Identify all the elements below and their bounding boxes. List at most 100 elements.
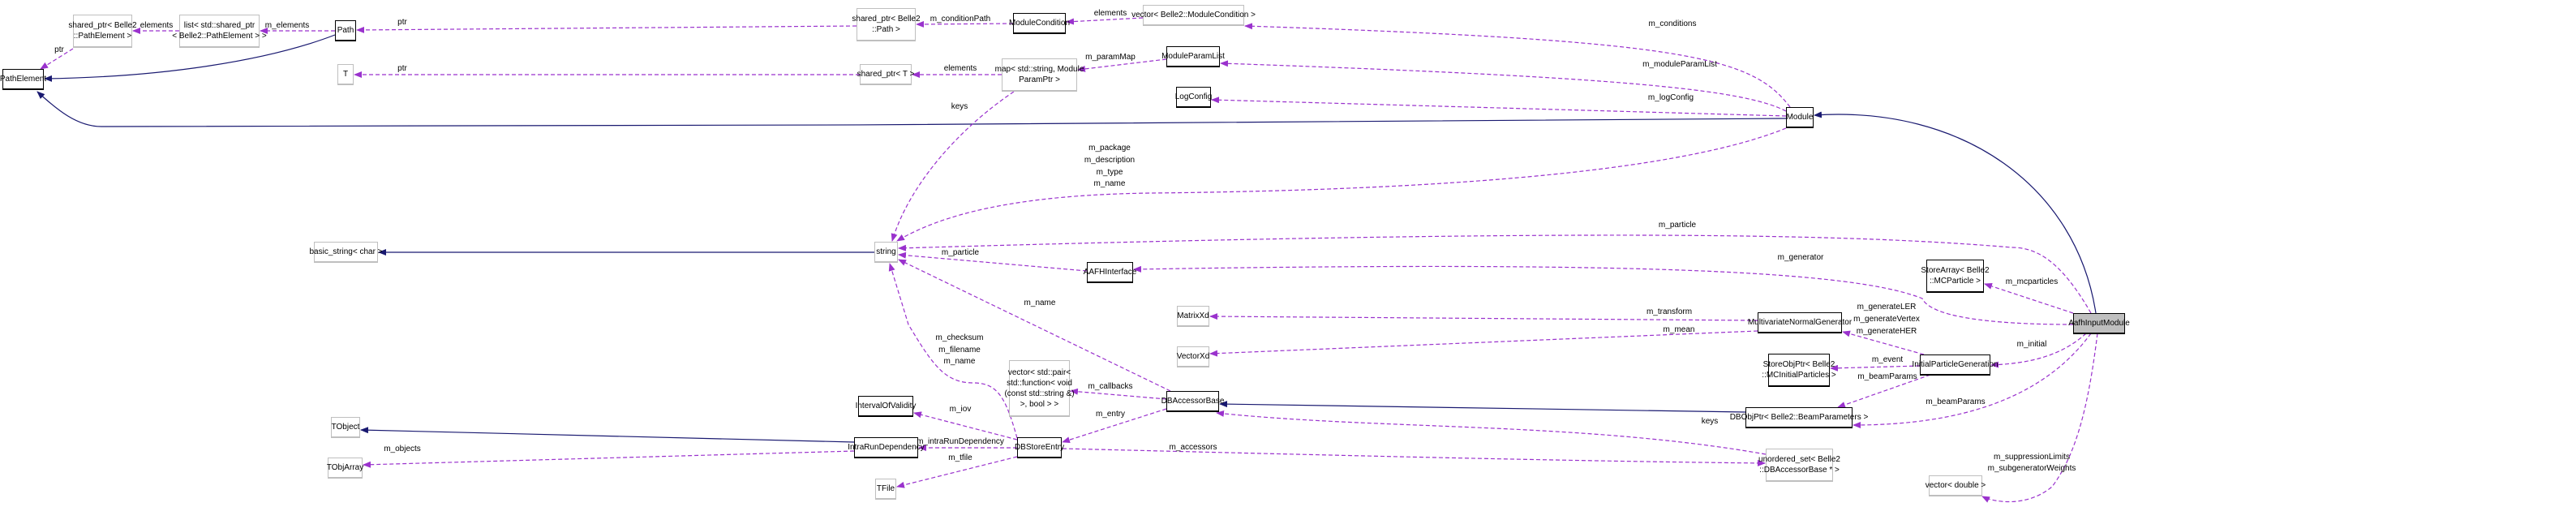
edge-keys-map-string bbox=[891, 91, 1015, 242]
node-label: TObject bbox=[331, 423, 360, 432]
node-label: PathElement bbox=[0, 75, 47, 84]
node-label: T bbox=[342, 70, 349, 79]
node-path-element[interactable]: PathElement bbox=[0, 69, 47, 90]
node-shared-ptr-path[interactable]: shared_ptr< Belle2::Path > bbox=[852, 8, 921, 41]
edge-label: m_name bbox=[944, 357, 976, 366]
edge-label: m_package bbox=[1088, 144, 1131, 153]
node-label: IntervalOfValidity bbox=[855, 402, 917, 410]
node-label: MultivariateNormalGenerator bbox=[1747, 318, 1853, 327]
edge-m-particle-aafhinputmodule bbox=[898, 234, 2092, 314]
edge-label: m_moduleParamList bbox=[1642, 60, 1717, 69]
node-unordered-set[interactable]: unordered_set< Belle2::DBAccessorBase * … bbox=[1758, 449, 1840, 482]
edge-label: m_particle bbox=[942, 248, 980, 257]
node-tobjarray[interactable]: TObjArray bbox=[326, 458, 364, 479]
edge-path-to-pathelement bbox=[44, 34, 336, 82]
node-vectorxd[interactable]: VectorXd bbox=[1177, 346, 1209, 367]
edge-m-moduleparamlist bbox=[1220, 60, 1787, 112]
node-aafh-input-module[interactable]: AafhInputModule bbox=[2068, 313, 2130, 334]
edge-m-callbacks bbox=[1070, 388, 1167, 400]
edge-label: m_generator bbox=[1778, 253, 1824, 262]
edge-label: m_objects bbox=[384, 445, 421, 453]
edge-label: m_particle bbox=[1659, 221, 1697, 230]
node-store-obj-ptr[interactable]: StoreObjPtr< Belle2::MCInitialParticles … bbox=[1762, 354, 1836, 387]
node-intra-run-dependency[interactable]: IntraRunDependency bbox=[848, 437, 925, 458]
edge-label: m_iov bbox=[950, 405, 972, 414]
edge-label: m_generateHER bbox=[1857, 327, 1917, 336]
node-module[interactable]: Module bbox=[1786, 107, 1814, 128]
edge-label: m_elements bbox=[265, 21, 309, 30]
edge-m-tfile bbox=[896, 456, 1018, 488]
node-basic-string[interactable]: basic_string< char > bbox=[309, 242, 383, 263]
node-db-store-entry[interactable]: DBStoreEntry bbox=[1015, 437, 1064, 458]
node-label: < Belle2::PathElement > > bbox=[172, 32, 267, 41]
edge-label: elements bbox=[944, 64, 977, 73]
node-vector-pair[interactable]: vector< std::pair<std::function< void(co… bbox=[1004, 360, 1075, 417]
node-multivariate-normal-generator[interactable]: MultivariateNormalGenerator bbox=[1748, 312, 1852, 333]
edge-m-beamparams-ipg bbox=[1837, 374, 1931, 408]
edge-m-generator bbox=[1133, 265, 2074, 325]
edge-label: m_conditions bbox=[1649, 19, 1697, 28]
edge-m-logconfig bbox=[1211, 97, 1787, 117]
edge-label: m_paramMap bbox=[1085, 53, 1136, 62]
edge-label: ptr bbox=[397, 64, 407, 73]
edge-label: m_generateVertex bbox=[1853, 315, 1920, 324]
node-db-obj-ptr[interactable]: DBObjPtr< Belle2::BeamParameters > bbox=[1730, 407, 1868, 428]
node-label: DBAccessorBase bbox=[1161, 397, 1225, 406]
node-vector-double[interactable]: vector< double > bbox=[1926, 475, 1986, 496]
edge-m-particle-aafhinterface bbox=[898, 251, 1088, 272]
node-matrixxd[interactable]: MatrixXd bbox=[1177, 306, 1209, 327]
node-shared-ptr-t[interactable]: shared_ptr< T > bbox=[857, 64, 914, 85]
node-module-condition[interactable]: ModuleCondition bbox=[1009, 13, 1070, 34]
edge-intrarundependency-to-tobject bbox=[360, 427, 855, 443]
edge-label: m_suppressionLimits bbox=[1994, 453, 2070, 462]
edge-label: m_name bbox=[1024, 299, 1056, 307]
node-list-shared-ptr[interactable]: list< std::shared_ptr< Belle2::PathEleme… bbox=[172, 15, 267, 48]
edge-m-name-dbaccessorbase bbox=[898, 259, 1171, 392]
node-label: std::function< void bbox=[1007, 378, 1072, 388]
edge-label: m_description bbox=[1084, 156, 1135, 165]
node-label: (const std::string &) bbox=[1004, 389, 1075, 398]
edge-m-beamparams-aafh bbox=[1853, 333, 2092, 428]
node-store-array-mcparticle[interactable]: StoreArray< Belle2::MCParticle > bbox=[1921, 260, 1990, 293]
edge-m-mean bbox=[1209, 330, 1758, 357]
edge-label: m_transform bbox=[1646, 307, 1692, 316]
node-label: ::Path > bbox=[872, 25, 900, 34]
edge-label: m_beamParams bbox=[1926, 397, 1985, 406]
edge-generate-flags bbox=[1842, 330, 1925, 355]
edge-m-iov bbox=[913, 411, 1018, 440]
node-label: unordered_set< Belle2 bbox=[1758, 455, 1840, 464]
node-db-accessor-base[interactable]: DBAccessorBase bbox=[1161, 391, 1224, 412]
node-interval-of-validity[interactable]: IntervalOfValidity bbox=[856, 396, 916, 417]
edge-label: m_type bbox=[1097, 168, 1123, 177]
node-label: TObjArray bbox=[326, 463, 364, 472]
edge-label: ptr bbox=[54, 45, 64, 54]
node-log-config[interactable]: LogConfig bbox=[1175, 87, 1212, 108]
node-tfile[interactable]: TFile bbox=[875, 479, 896, 500]
edge-label: elements bbox=[140, 21, 174, 30]
edge-m-mcparticles bbox=[1984, 283, 2074, 314]
edge-label: m_subgeneratorWeights bbox=[1988, 464, 2076, 473]
node-aafh-interface[interactable]: AAFHInterface bbox=[1084, 262, 1136, 283]
node-label: ModuleParamList bbox=[1161, 52, 1225, 61]
node-path[interactable]: Path bbox=[335, 20, 356, 41]
node-string[interactable]: string bbox=[874, 242, 898, 263]
node-label: StoreArray< Belle2 bbox=[1921, 266, 1990, 275]
node-label: Path bbox=[337, 26, 354, 35]
edge-m-transform bbox=[1209, 313, 1758, 321]
node-initial-particle-generation[interactable]: InitialParticleGeneration bbox=[1912, 354, 1999, 376]
edge-m-event bbox=[1830, 364, 1921, 372]
node-label: ::DBAccessorBase * > bbox=[1759, 466, 1840, 475]
node-vector-module-condition[interactable]: vector< Belle2::ModuleCondition > bbox=[1131, 5, 1256, 26]
edge-label: m_tfile bbox=[948, 453, 972, 462]
node-shared-ptr-pathelement[interactable]: shared_ptr< Belle2::PathElement > bbox=[68, 15, 137, 48]
node-label: ParamPtr > bbox=[1019, 75, 1060, 84]
node-label: shared_ptr< Belle2 bbox=[68, 21, 137, 30]
edge-label: m_initial bbox=[2017, 340, 2047, 349]
node-label: ::MCParticle > bbox=[1929, 277, 1981, 286]
node-tobject[interactable]: TObject bbox=[331, 417, 360, 438]
edge-label: m_event bbox=[1872, 355, 1904, 364]
node-module-param-list[interactable]: ModuleParamList bbox=[1161, 46, 1225, 67]
node-t[interactable]: T bbox=[337, 64, 354, 85]
